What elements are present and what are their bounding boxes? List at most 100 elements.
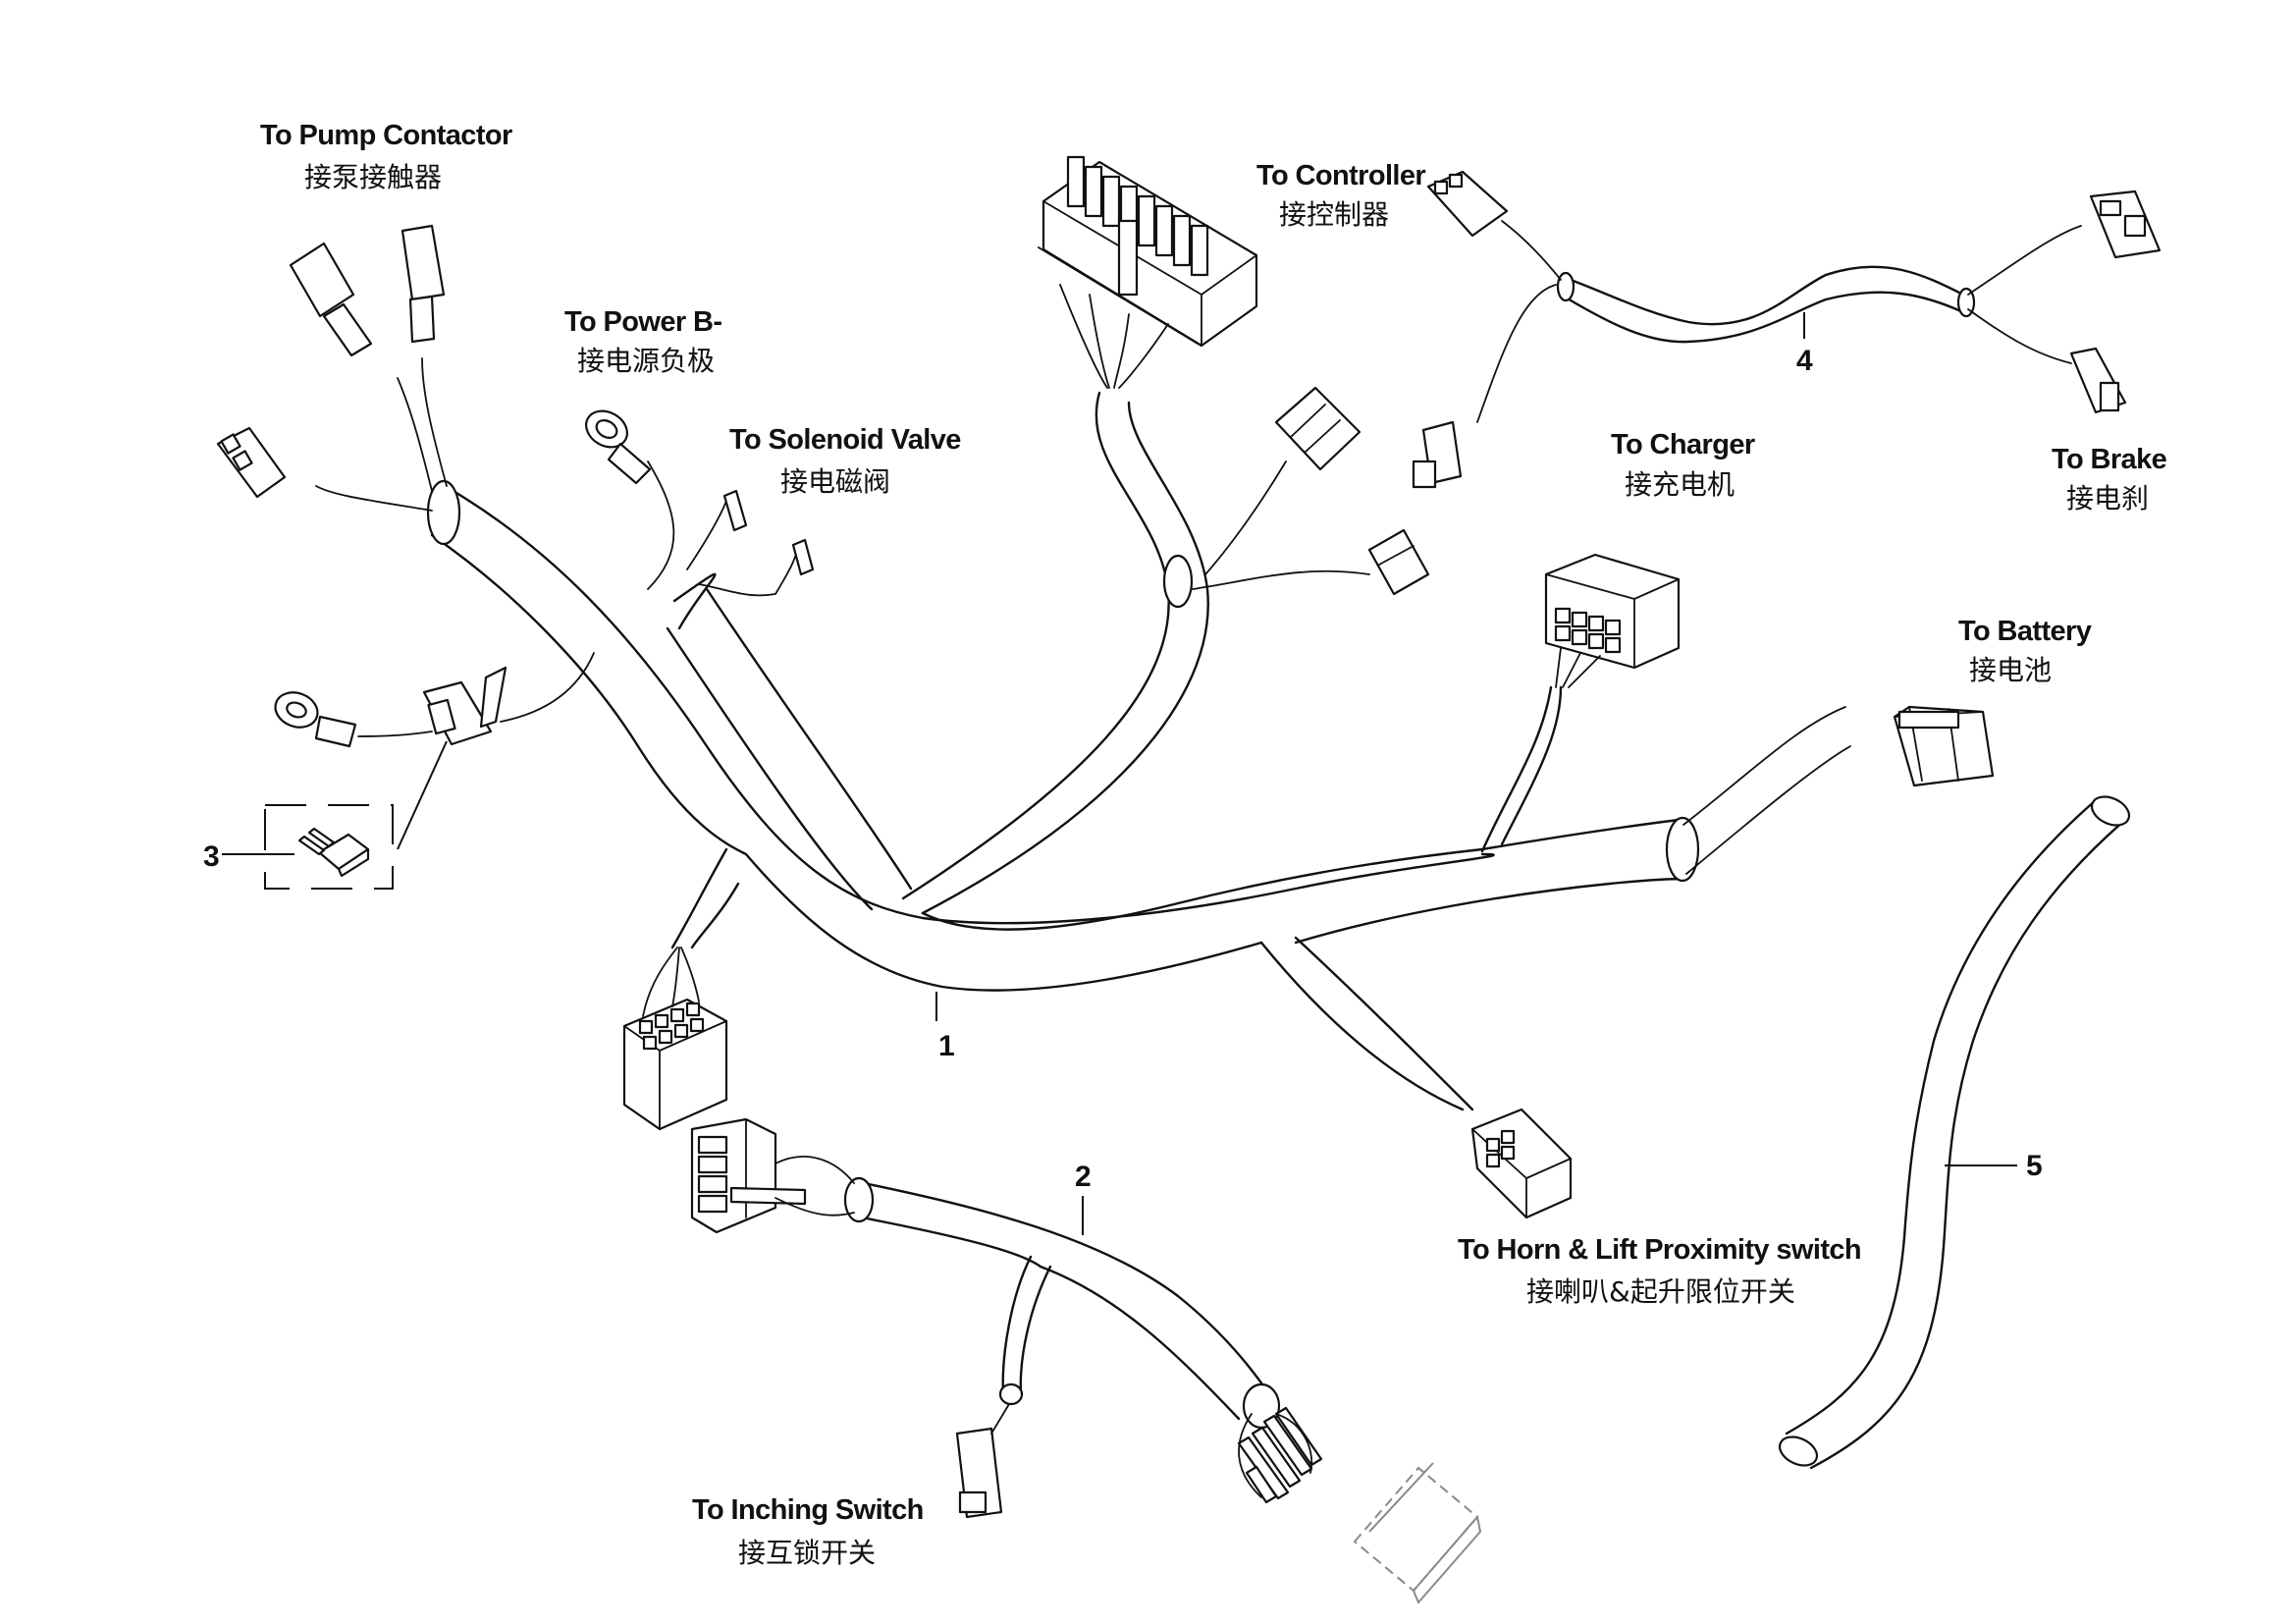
inching-connector-wires <box>774 1156 855 1217</box>
mini-blade-fuse <box>297 827 370 878</box>
right-trunk-upper-edge <box>921 818 1681 931</box>
harness4-controller-connector <box>1426 170 1509 238</box>
harness4-charger-wire <box>1476 284 1557 423</box>
label-inching-switch: To Inching Switch <box>692 1494 924 1526</box>
pump-4pin-connector <box>216 426 287 499</box>
label-brake-cn: 接电刹 <box>2066 482 2149 514</box>
ring-terminal-power-b <box>585 409 652 485</box>
charger-8pin-connector <box>1544 553 1681 670</box>
part-number-3: 3 <box>203 840 220 873</box>
spade-terminal-left <box>289 242 373 357</box>
protective-sleeve <box>1778 795 2131 1470</box>
harness4-controller-wire <box>1501 220 1562 281</box>
harness4-upper <box>1569 265 1965 326</box>
inching-switch-wire <box>990 1403 1010 1435</box>
inching-branch-right <box>1019 1265 1052 1396</box>
ring-terminal-fuse <box>274 691 357 748</box>
inching-sleeve-left <box>843 1176 875 1223</box>
inching-branch-left <box>1001 1255 1033 1396</box>
sleeve-bottom-end <box>1778 1435 1819 1467</box>
horn-branch-right <box>1294 936 1474 1111</box>
controller-aux-connector-a <box>1274 386 1362 471</box>
harness4-brake-connector-upper <box>2089 189 2162 259</box>
lower-left-8pin-connector <box>622 998 728 1131</box>
inching-sleeve-tip <box>998 1382 1024 1406</box>
main-trunk-upper-edge <box>454 491 1495 925</box>
label-battery-cn: 接电池 <box>1969 654 2052 686</box>
pump-wire-a <box>397 377 433 492</box>
lower-left-connector-wires <box>642 947 700 1017</box>
label-controller-cn: 接控制器 <box>1279 198 1389 231</box>
controller-branch-left <box>901 391 1170 900</box>
harness4-lower <box>1559 291 1965 344</box>
sleeve-right-edge <box>1809 818 2127 1470</box>
main-trunk-lower-edge <box>430 533 1263 992</box>
label-pump-contactor: To Pump Contactor <box>260 120 512 151</box>
horn-lift-connector <box>1470 1108 1573 1219</box>
controller-aux-wire-a <box>1204 460 1287 575</box>
sleeve-top-end <box>2090 795 2131 827</box>
controller-wires <box>1059 284 1169 389</box>
charger-branch-left <box>1480 685 1553 853</box>
solenoid-pin-b <box>791 538 815 576</box>
part-number-2: 2 <box>1075 1161 1092 1193</box>
battery-cable-a <box>1682 706 1846 826</box>
spade-terminal-right <box>400 224 446 344</box>
controller-aux-wire-b <box>1192 569 1370 590</box>
part-number-5: 5 <box>2026 1150 2043 1182</box>
power-b-wire <box>647 460 675 590</box>
harness4-sleeve-left <box>1556 271 1575 302</box>
main-harness <box>315 357 1851 1111</box>
label-solenoid-valve: To Solenoid Valve <box>729 424 961 456</box>
part-number-1: 1 <box>938 1030 955 1062</box>
controller-aux-connector-b <box>1367 528 1430 596</box>
diagonal-branch-b <box>705 587 913 891</box>
label-charger-cn: 接充电机 <box>1625 468 1735 501</box>
label-battery: To Battery <box>1958 616 2092 647</box>
pump-wire-c <box>315 485 433 512</box>
charger-branch-right <box>1500 685 1563 846</box>
pump-wire-b <box>421 357 448 487</box>
solenoid-pin-a <box>722 489 748 532</box>
label-brake: To Brake <box>2052 444 2167 475</box>
battery-connector <box>1893 705 1995 787</box>
pump-contactor-sleeve <box>426 479 461 546</box>
inching-switch-connector <box>955 1427 1003 1519</box>
harness4-charger-connector <box>1412 420 1463 489</box>
controller-branch-sleeve <box>1162 554 1194 609</box>
diagonal-branch-a <box>666 626 874 911</box>
part-number-4: 4 <box>1796 345 1813 377</box>
harness4-brake-wire-a <box>1967 225 2082 296</box>
charger-brake-harness <box>1476 220 2082 423</box>
label-charger: To Charger <box>1611 429 1755 460</box>
label-power-b: To Power B- <box>564 306 721 338</box>
label-inching-switch-cn: 接互锁开关 <box>738 1537 876 1569</box>
solenoid-wire-b <box>698 549 798 597</box>
battery-branch-sleeve <box>1665 816 1700 883</box>
controller-16pin-connector <box>1038 155 1258 348</box>
charger-pin-grid <box>1554 607 1622 654</box>
solenoid-wire-a <box>686 495 729 570</box>
battery-cable-b <box>1685 745 1851 875</box>
lower-left-branch-b <box>690 882 740 949</box>
harness4-sleeve-right <box>1956 287 1976 318</box>
controller-branch-right <box>921 401 1209 915</box>
inching-trunk-lower <box>860 1216 1241 1421</box>
fuse-callout <box>222 740 448 890</box>
horn-branch-left <box>1259 941 1465 1111</box>
inching-10pin-connector <box>690 1117 807 1234</box>
label-pump-contactor-cn: 接泵接触器 <box>304 161 442 193</box>
ghost-connector-housing <box>1353 1462 1482 1604</box>
label-controller: To Controller <box>1256 160 1425 191</box>
fuse-leader-line <box>397 740 448 850</box>
right-trunk-lower-edge <box>1294 877 1688 945</box>
fuse-ring-wire <box>357 731 433 737</box>
label-horn-lift: To Horn & Lift Proximity switch <box>1458 1234 1861 1266</box>
harness4-brake-wire-b <box>1967 308 2072 364</box>
label-power-b-cn: 接电源负极 <box>577 345 715 377</box>
charger-connector-wires <box>1555 647 1601 688</box>
inching-pin-wires <box>1238 1413 1313 1498</box>
inching-trunk-upper <box>862 1181 1278 1406</box>
solenoid-branch-left <box>672 572 717 630</box>
